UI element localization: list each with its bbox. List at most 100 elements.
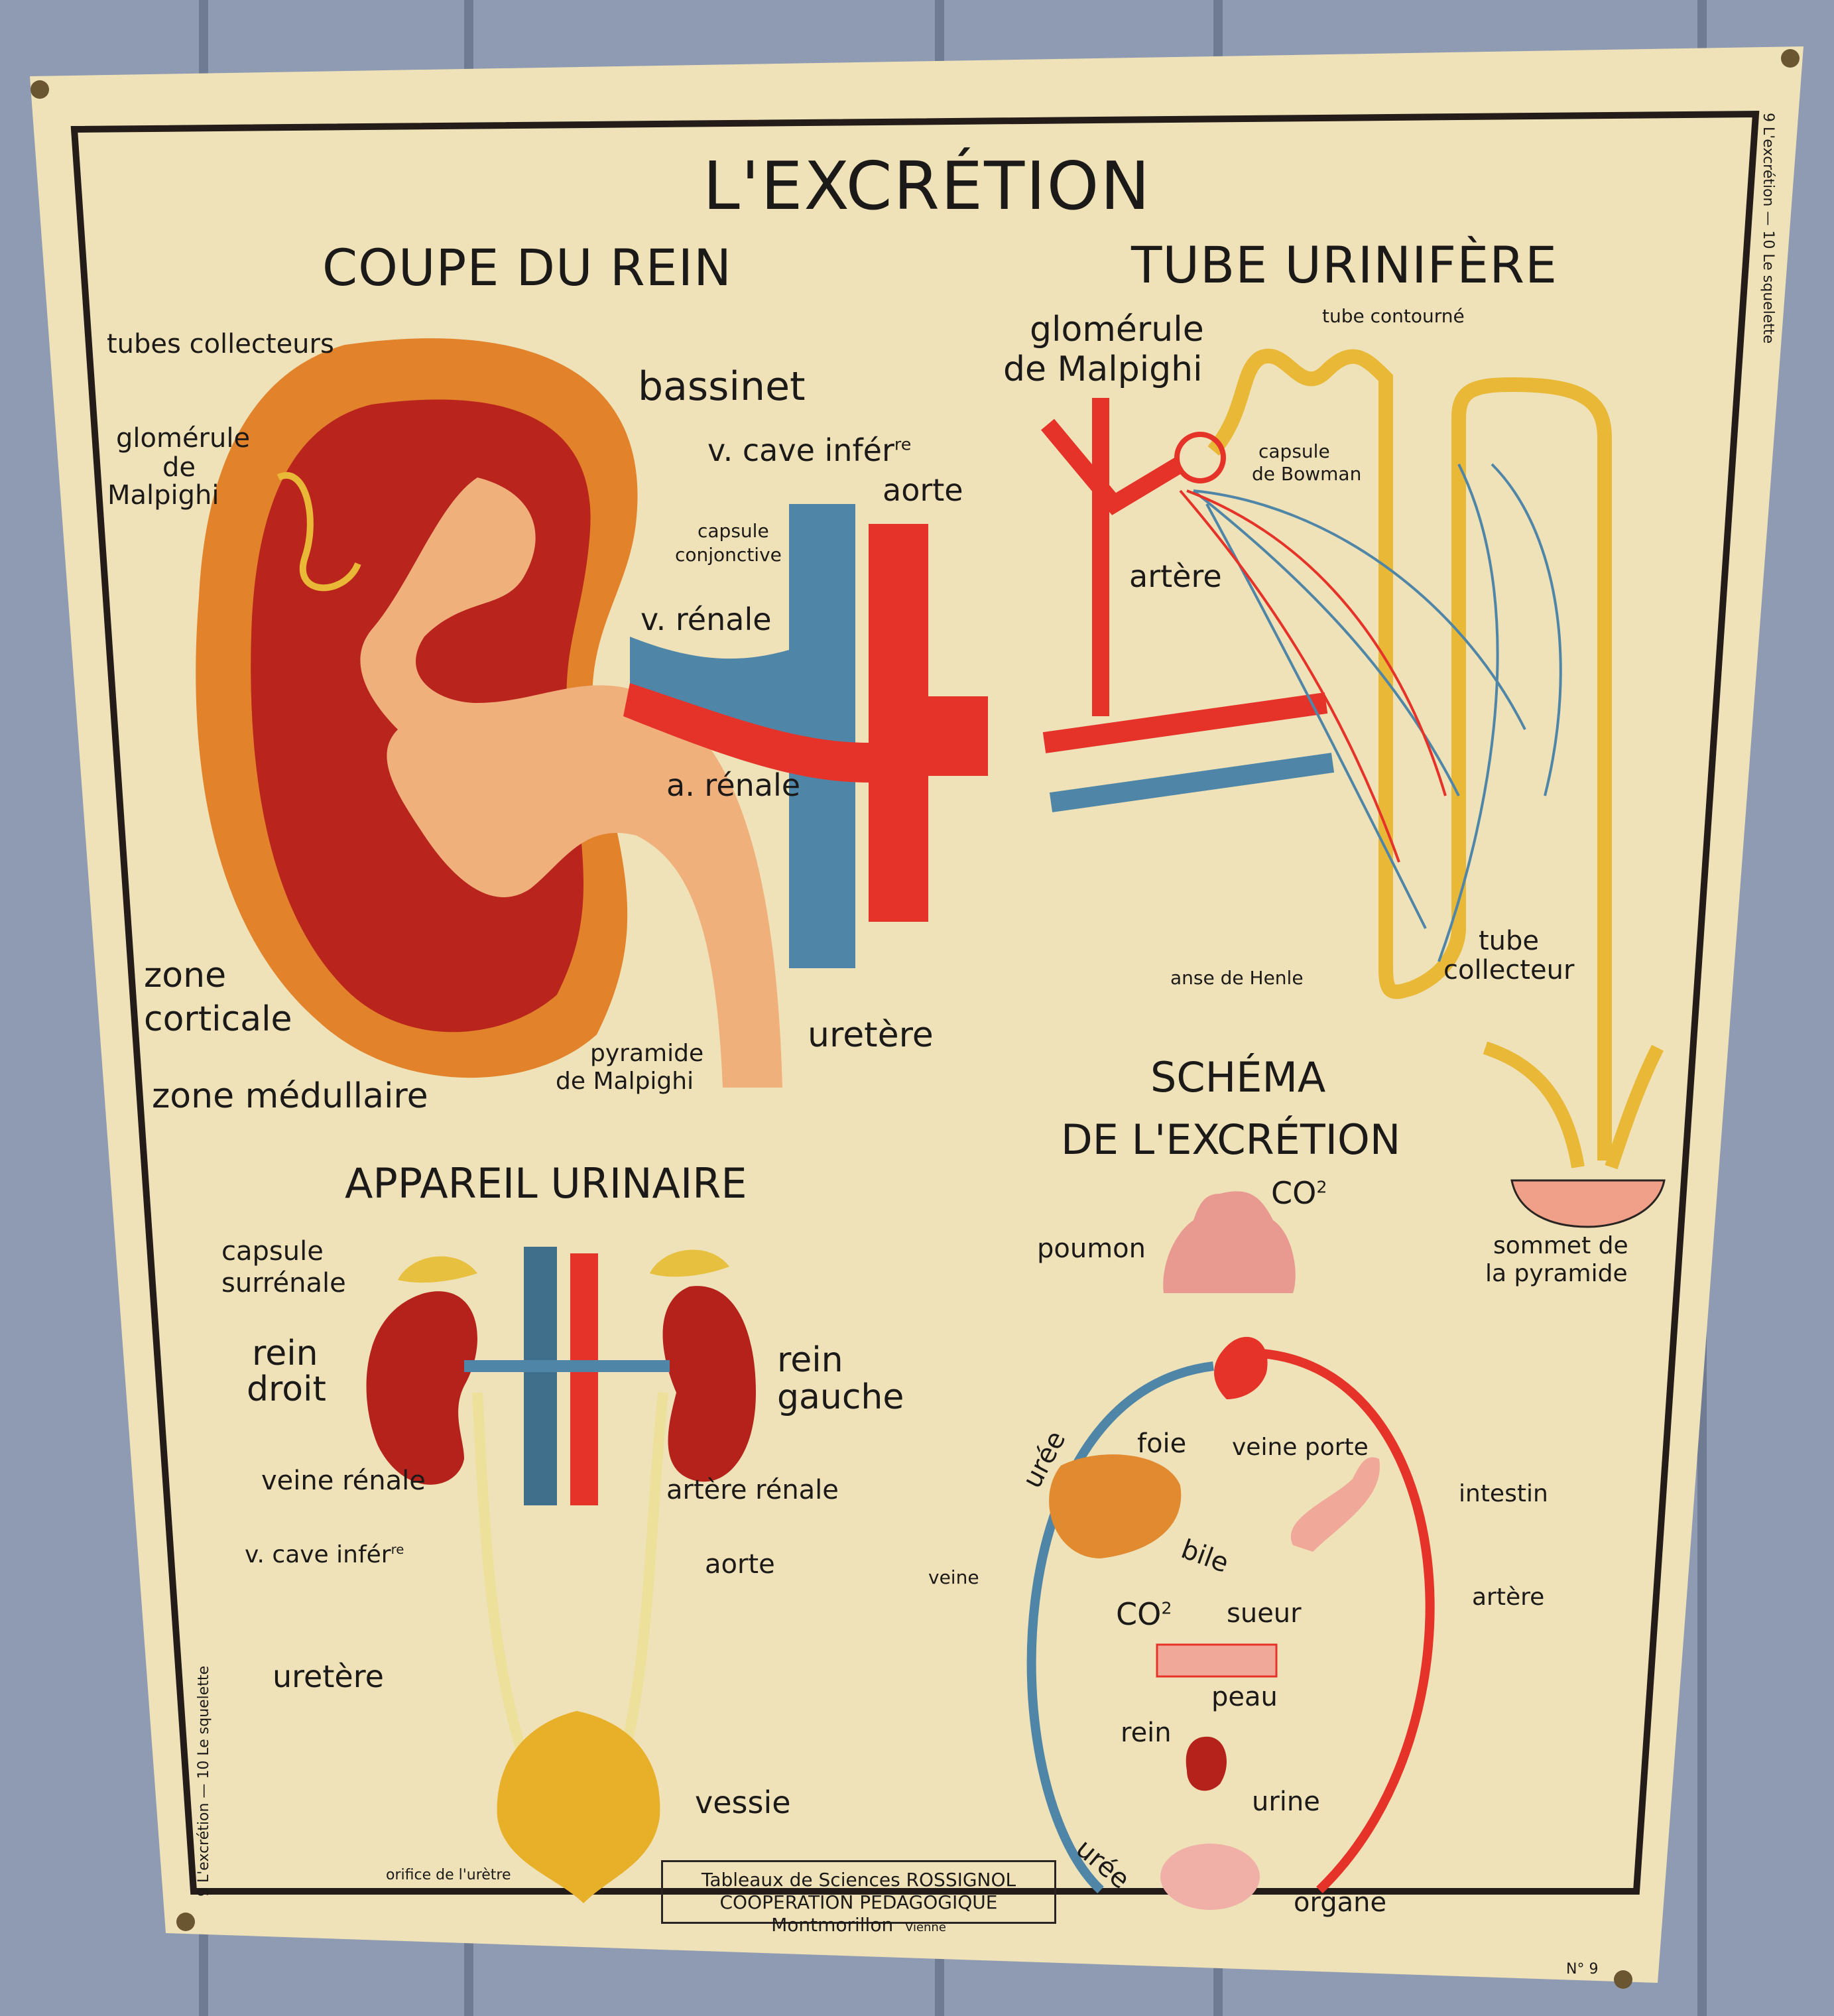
aorta (623, 524, 988, 922)
label-v-cave: v. cave inférre (707, 434, 911, 466)
label-corticale: corticale (144, 999, 292, 1039)
label-pyramide: pyramide (590, 1040, 704, 1067)
label-a-renale: a. rénale (666, 767, 801, 803)
heading-tube-urinifere: TUBE URINIFÈRE (1131, 235, 1558, 294)
glomerule-capillary-ball (1174, 432, 1226, 483)
label-rein: rein (1121, 1718, 1172, 1748)
heading-schema-1: SCHÉMA (1150, 1053, 1326, 1102)
urinary-apparatus-drawing (366, 1247, 756, 1903)
excretion-scheme-drawing (1026, 1191, 1435, 1910)
kidney-small (1186, 1736, 1227, 1791)
label-vessie: vessie (695, 1785, 791, 1820)
artery-horizontal (1042, 692, 1328, 753)
liver (1049, 1454, 1182, 1558)
publisher-line-1: Tableaux de Sciences ROSSIGNOL (701, 1869, 1016, 1891)
label-poumon: poumon (1037, 1233, 1146, 1264)
label-capsule: capsule (221, 1236, 324, 1267)
label-de-bowman: de Bowman (1252, 463, 1362, 485)
poster-frame (70, 110, 1760, 1895)
label-co2-text: CO (1116, 1596, 1162, 1632)
label-sommet: sommet de (1493, 1232, 1628, 1259)
venous-circuit (1026, 1361, 1214, 1894)
label-zone: zone (144, 956, 227, 995)
label-tube: tube (1479, 926, 1540, 956)
urinary-tube-drawing (1041, 348, 1666, 1228)
label-glomerule: glomérule (116, 423, 251, 454)
label-tubes-collecteurs: tubes collecteurs (107, 329, 334, 359)
label-bassinet: bassinet (638, 363, 806, 410)
arterial-circuit (1246, 1348, 1435, 1894)
convoluted-tube (1207, 348, 1612, 1161)
label-glomerule-de: de (162, 452, 196, 483)
label-co2-text: CO (1271, 1175, 1317, 1211)
lung (1163, 1191, 1296, 1293)
publisher-region: Vienne (905, 1921, 946, 1934)
skin (1156, 1643, 1278, 1678)
label-intestin: intestin (1459, 1480, 1548, 1507)
label-glomerule-malpighi: Malpighi (107, 480, 219, 511)
heart (1214, 1336, 1268, 1399)
label-sueur: sueur (1227, 1598, 1302, 1629)
renal-pelvis (360, 477, 782, 1088)
label-co2-index: 2 (1161, 1598, 1172, 1618)
label-artere-renale: artère rénale (666, 1475, 839, 1505)
label-uretere: uretère (273, 1659, 384, 1694)
heading-schema-2: DE L'EXCRÉTION (1061, 1115, 1401, 1164)
poster-title: L'EXCRÉTION (703, 147, 1152, 225)
ureters (472, 1392, 668, 1759)
label-orifice-uretre: orifice de l'urètre (386, 1867, 511, 1883)
label-rein-gauche-1: rein (777, 1340, 843, 1380)
label-veine-porte: veine porte (1232, 1434, 1369, 1461)
pin (176, 1913, 195, 1931)
capillary-network (1192, 463, 1562, 962)
label-urine: urine (1252, 1787, 1320, 1817)
label-anse-de-henle: anse de Henle (1170, 967, 1304, 989)
label-capsule: capsule (1258, 440, 1330, 462)
label-artere: artère (1472, 1584, 1545, 1611)
label-foie: foie (1137, 1428, 1187, 1459)
label-zone-medullaire: zone médullaire (152, 1076, 428, 1116)
collecting-branches (1483, 1041, 1664, 1170)
heading-appareil-urinaire: APPAREIL URINAIRE (345, 1159, 747, 1208)
kidney-section-drawing (196, 338, 988, 1088)
publisher-line-2: COOPÉRATION PÉDAGOGIQUE Montmorillon Vie… (663, 1891, 1054, 1939)
heading-coupe-du-rein: COUPE DU REIN (322, 238, 732, 297)
label-rein-gauche-2: gauche (777, 1377, 904, 1417)
vena-cava (524, 1247, 557, 1505)
poster-number: N° 9 (1566, 1961, 1599, 1978)
organ (1160, 1844, 1260, 1910)
pin (1614, 1970, 1632, 1989)
label-v-cave-sup: re (391, 1542, 404, 1557)
vein-horizontal (1049, 753, 1335, 812)
label-v-renale: v. rénale (641, 601, 772, 637)
label-veine-renale: veine rénale (261, 1466, 426, 1496)
glomerule-loop (276, 472, 361, 592)
label-artere: artère (1129, 558, 1222, 594)
aorta (570, 1253, 598, 1505)
label-veine: veine (928, 1566, 979, 1588)
side-caption-left: 9 L'excrétion — 10 Le squelette (196, 1665, 212, 1897)
capillary-network-red (1179, 489, 1447, 863)
left-kidney (662, 1286, 756, 1482)
label-v-cave-text: v. cave infér (245, 1541, 391, 1568)
label-glomerule: glomérule (1030, 310, 1204, 349)
bladder (497, 1711, 660, 1903)
label-co2-mid: CO2 (1116, 1598, 1172, 1630)
label-aorte: aorte (705, 1549, 775, 1580)
label-peau: peau (1211, 1682, 1278, 1712)
intestine (1290, 1457, 1380, 1552)
label-uretere: uretère (808, 1015, 934, 1055)
label-de-malpighi: de Malpighi (1003, 349, 1203, 389)
label-collecteur: collecteur (1443, 955, 1575, 985)
label-aorte: aorte (883, 472, 963, 508)
label-co2-index: 2 (1316, 1177, 1327, 1197)
label-capsule: capsule (698, 520, 769, 542)
label-v-cave-sup: re (894, 434, 912, 454)
label-pyramide-malpighi: de Malpighi (556, 1068, 694, 1095)
label-rein-droit-1: rein (252, 1334, 318, 1373)
label-tube-contourne: tube contourné (1322, 305, 1465, 327)
label-conjonctive: conjonctive (675, 544, 782, 566)
publisher-box: Tableaux de Sciences ROSSIGNOL COOPÉRATI… (661, 1860, 1056, 1936)
label-rein-droit-2: droit (247, 1369, 326, 1409)
